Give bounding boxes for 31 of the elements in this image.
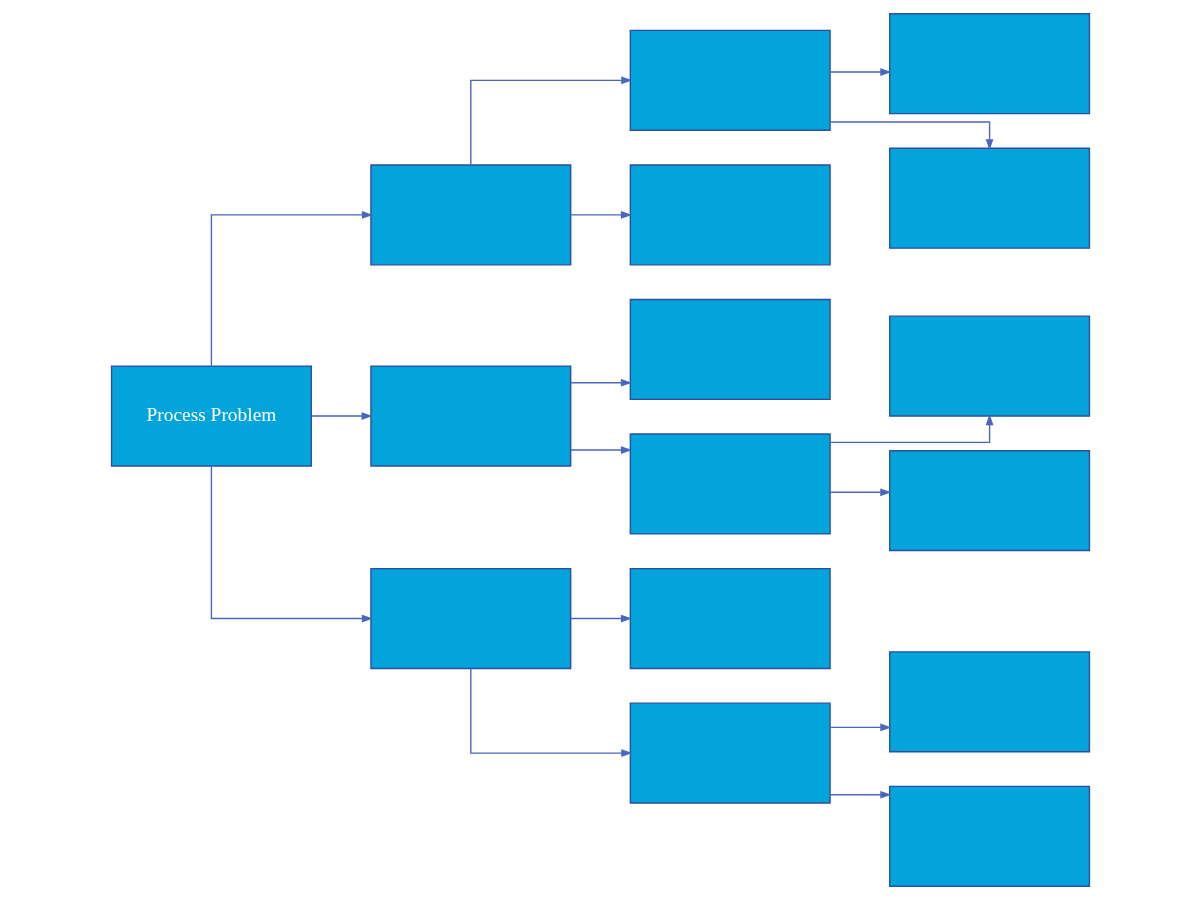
arrow: [828, 121, 993, 151]
arrow: [569, 378, 632, 387]
node-box: [369, 164, 571, 266]
node-box: [629, 29, 831, 131]
arrow: [210, 211, 373, 367]
node-box: [888, 785, 1090, 887]
arrow: [828, 68, 891, 76]
node-box: [629, 433, 831, 535]
arrow: [469, 76, 632, 166]
arrow: [569, 614, 632, 623]
node-box: [629, 298, 831, 401]
node-box: [888, 651, 1090, 753]
node-box: [888, 13, 1090, 115]
arrow: [569, 211, 632, 219]
arrow: [828, 488, 891, 497]
arrow: [828, 414, 993, 444]
arrow: [569, 446, 632, 454]
arrow: [828, 790, 891, 799]
node-box: [888, 315, 1090, 417]
node-box: [629, 567, 831, 670]
node-box: [629, 702, 831, 804]
node-box: [888, 147, 1090, 249]
node-box: Process Problem: [110, 365, 312, 467]
node-box: [369, 365, 571, 467]
arrow: [469, 667, 632, 757]
arrow: [828, 723, 891, 732]
node-box: [888, 450, 1090, 552]
node-box: [369, 567, 571, 670]
arrow: [310, 412, 373, 420]
arrow: [210, 465, 373, 623]
node-box: [629, 164, 831, 266]
